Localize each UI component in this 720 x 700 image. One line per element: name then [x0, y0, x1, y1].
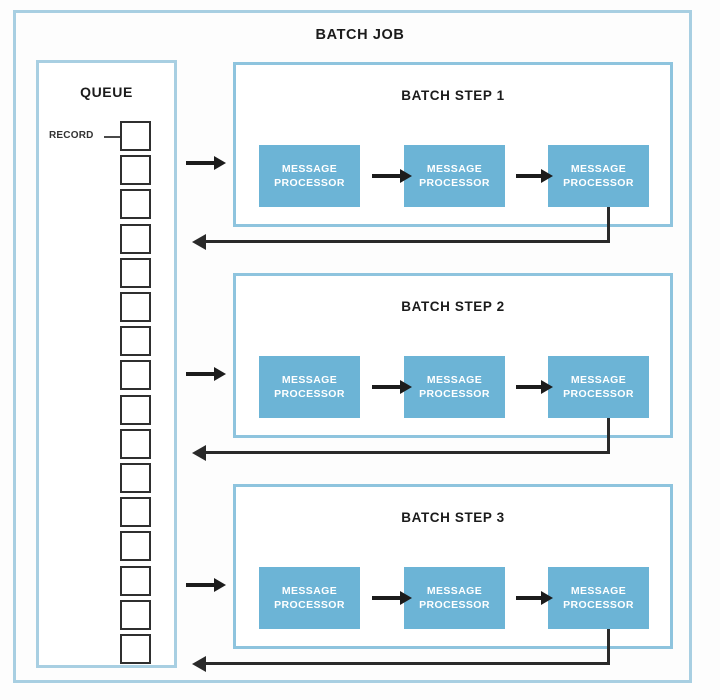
- queue-record-box[interactable]: [120, 292, 151, 322]
- processor-flow-arrow-head: [400, 169, 412, 183]
- message-processor[interactable]: MESSAGE PROCESSOR: [548, 145, 649, 207]
- processor-label-line2: PROCESSOR: [274, 599, 345, 611]
- processor-flow-arrow-head: [541, 380, 553, 394]
- message-processor[interactable]: MESSAGE PROCESSOR: [404, 567, 505, 629]
- queue-feed-arrow-head-2: [214, 367, 226, 381]
- queue-record-box[interactable]: [120, 497, 151, 528]
- processor-flow-arrow-head: [400, 380, 412, 394]
- processor-label-line1: MESSAGE: [426, 163, 483, 175]
- message-processor[interactable]: MESSAGE PROCESSOR: [259, 356, 360, 418]
- processor-label-line2: PROCESSOR: [419, 599, 490, 611]
- queue-feed-arrow-shaft-3: [186, 583, 214, 587]
- processor-label-line2: PROCESSOR: [563, 599, 634, 611]
- processor-label-line1: MESSAGE: [570, 585, 627, 597]
- return-path-vertical-2: [607, 418, 610, 451]
- processor-label-line2: PROCESSOR: [274, 177, 345, 189]
- batch-step-title-1: BATCH STEP 1: [401, 88, 505, 103]
- processor-label-line1: MESSAGE: [426, 585, 483, 597]
- processor-label-line2: PROCESSOR: [563, 177, 634, 189]
- return-path-vertical-1: [607, 207, 610, 240]
- processor-flow-arrow-shaft: [516, 385, 541, 389]
- queue-record-box[interactable]: [120, 599, 151, 630]
- message-processor[interactable]: MESSAGE PROCESSOR: [259, 145, 360, 207]
- processor-label-line2: PROCESSOR: [274, 388, 345, 400]
- processor-flow-arrow-shaft: [372, 174, 400, 178]
- processor-flow-arrow-shaft: [372, 596, 400, 600]
- queue-title: QUEUE: [80, 84, 133, 100]
- queue-record-box[interactable]: [120, 223, 151, 254]
- processor-flow-arrow-head: [541, 591, 553, 605]
- processor-flow-arrow-head: [541, 169, 553, 183]
- queue-record-box[interactable]: [120, 257, 151, 288]
- batch-step-title-3: BATCH STEP 3: [401, 510, 505, 525]
- processor-label-line1: MESSAGE: [281, 374, 338, 386]
- message-processor[interactable]: MESSAGE PROCESSOR: [404, 356, 505, 418]
- processor-label-line1: MESSAGE: [426, 374, 483, 386]
- processor-label-line1: MESSAGE: [281, 163, 338, 175]
- queue-record-box[interactable]: [120, 428, 151, 459]
- return-path-arrow-head-3: [192, 656, 206, 672]
- queue-feed-arrow-head-1: [214, 156, 226, 170]
- queue-record-box[interactable]: [120, 463, 151, 493]
- queue-record-box[interactable]: [120, 155, 151, 186]
- message-processor[interactable]: MESSAGE PROCESSOR: [404, 145, 505, 207]
- batch-step-title-2: BATCH STEP 2: [401, 299, 505, 314]
- queue-record-box[interactable]: [120, 121, 151, 151]
- message-processor[interactable]: MESSAGE PROCESSOR: [259, 567, 360, 629]
- record-label: RECORD: [49, 130, 94, 141]
- return-path-vertical-3: [607, 629, 610, 662]
- queue-record-box[interactable]: [120, 360, 151, 391]
- return-path-horizontal-2: [206, 451, 610, 454]
- processor-label-line2: PROCESSOR: [563, 388, 634, 400]
- queue-record-box[interactable]: [120, 634, 151, 664]
- return-path-horizontal-1: [206, 240, 610, 243]
- queue-record-box[interactable]: [120, 565, 151, 596]
- batch-job-title: BATCH JOB: [315, 27, 405, 43]
- queue-record-box[interactable]: [120, 394, 151, 425]
- return-path-horizontal-3: [206, 662, 610, 665]
- queue-panel: [36, 60, 177, 668]
- processor-label-line1: MESSAGE: [281, 585, 338, 597]
- queue-record-box[interactable]: [120, 326, 151, 357]
- queue-record-box[interactable]: [120, 531, 151, 562]
- queue-feed-arrow-head-3: [214, 578, 226, 592]
- processor-flow-arrow-shaft: [516, 596, 541, 600]
- processor-flow-arrow-shaft: [516, 174, 541, 178]
- processor-label-line1: MESSAGE: [570, 374, 627, 386]
- queue-record-box[interactable]: [120, 189, 151, 220]
- processor-flow-arrow-shaft: [372, 385, 400, 389]
- record-connector-line: [104, 136, 120, 138]
- queue-feed-arrow-shaft-1: [186, 161, 214, 165]
- processor-label-line2: PROCESSOR: [419, 177, 490, 189]
- processor-label-line1: MESSAGE: [570, 163, 627, 175]
- return-path-arrow-head-2: [192, 445, 206, 461]
- processor-flow-arrow-head: [400, 591, 412, 605]
- batch-job-frame: [13, 10, 692, 683]
- return-path-arrow-head-1: [192, 234, 206, 250]
- message-processor[interactable]: MESSAGE PROCESSOR: [548, 567, 649, 629]
- queue-feed-arrow-shaft-2: [186, 372, 214, 376]
- processor-label-line2: PROCESSOR: [419, 388, 490, 400]
- message-processor[interactable]: MESSAGE PROCESSOR: [548, 356, 649, 418]
